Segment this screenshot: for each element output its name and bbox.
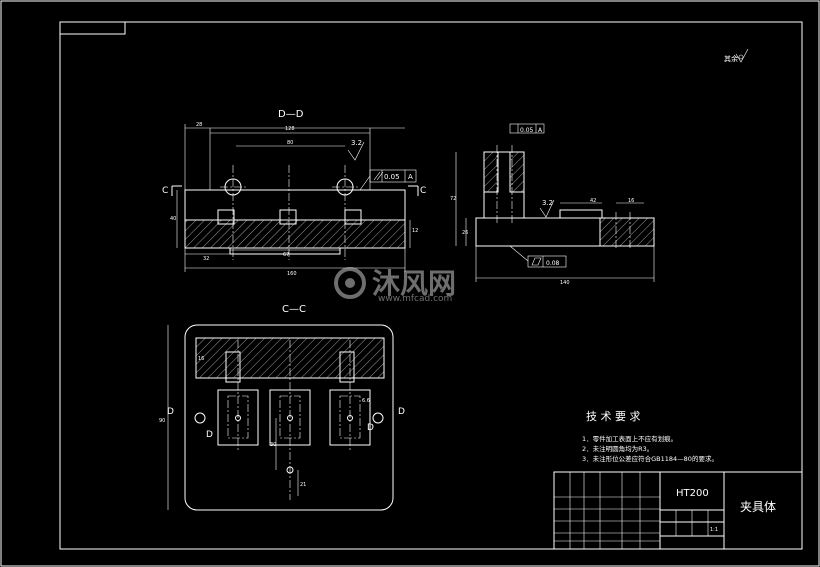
dd-roughness: 3.2	[351, 139, 362, 147]
side-roughness: 3.2	[542, 199, 553, 207]
tech-requirements: 技 术 要 求 1．零件加工表面上不应有划痕。 2．未注明圆角均为R3。 3．未…	[582, 410, 718, 463]
watermark-brand: 沐风网	[372, 267, 456, 300]
section-dd-title: D—D	[278, 109, 304, 120]
side-dim-overall: 140	[560, 280, 570, 286]
cc-dim-height: 90	[159, 418, 165, 424]
section-cc-view: C—C D D D D 90 30 21 16	[159, 304, 405, 511]
cc-dim-lower: 21	[300, 482, 306, 488]
side-flatness-value: 0.08	[546, 260, 560, 267]
watermark-logo-icon	[334, 267, 366, 299]
dd-dim-overall: 160	[287, 271, 297, 277]
title-block-material: HT200	[676, 488, 709, 499]
dd-dim-bottom-left: 32	[203, 256, 209, 262]
cc-section-mark-d-right-lower: D	[367, 423, 374, 433]
side-dim-lower: 26	[462, 230, 468, 236]
dd-dim-right-height: 12	[412, 228, 418, 234]
dd-parallel-value: 0.05	[384, 173, 400, 181]
cc-dim-mid: 30	[270, 442, 276, 448]
cc-dim-depth: 16	[198, 356, 204, 362]
other-roughness-symbol: 其余	[724, 48, 749, 63]
cc-dim-detail: 6.6	[362, 398, 370, 404]
dd-section-mark-c-left: C	[162, 186, 168, 196]
tech-requirements-title: 技 术 要 求	[586, 410, 641, 423]
side-dim-right: 16	[628, 198, 634, 204]
tech-requirement-1: 1．零件加工表面上不应有划痕。	[582, 434, 677, 443]
cc-section-mark-d-right: D	[398, 407, 405, 417]
dd-dim-top-left: 28	[196, 122, 202, 128]
title-block: HT200 夹具体 1:1	[553, 471, 803, 550]
tech-requirement-2: 2．未注明圆角均为R3。	[582, 444, 653, 453]
cc-section-mark-d-left-lower: D	[206, 430, 213, 440]
dd-section-mark-c-right: C	[420, 186, 426, 196]
side-dim-width: 42	[590, 198, 596, 204]
side-parallel-value: 0.05	[520, 127, 534, 134]
inner-frame	[59, 21, 803, 550]
dd-dim-top-main: 128	[285, 126, 295, 132]
corner-label-box	[59, 21, 126, 35]
dd-datum: A	[408, 173, 413, 181]
side-dim-height: 72	[450, 196, 456, 202]
watermark: 沐风网 www.mfcad.com	[334, 267, 456, 304]
dd-dim-bottom-mid: 67	[283, 252, 289, 258]
title-block-part-name: 夹具体	[740, 500, 776, 514]
watermark-url: www.mfcad.com	[378, 294, 452, 304]
section-dd-view: D—D 28 128 80 3.2 0.	[162, 109, 426, 277]
dd-dim-inner: 80	[287, 140, 293, 146]
tech-requirement-3: 3．未注形位公差应符合GB1184—80的要求。	[582, 454, 718, 463]
title-block-scale: 1:1	[710, 527, 718, 533]
other-roughness-label: 其余	[724, 54, 738, 63]
cc-section-mark-d-left: D	[167, 407, 174, 417]
side-datum: A	[538, 127, 543, 134]
dd-dim-left-height: 40	[170, 216, 176, 222]
side-view: 0.05 A 3.2 0.08 72 26 42 16 140	[450, 123, 655, 286]
section-cc-title: C—C	[282, 304, 306, 315]
